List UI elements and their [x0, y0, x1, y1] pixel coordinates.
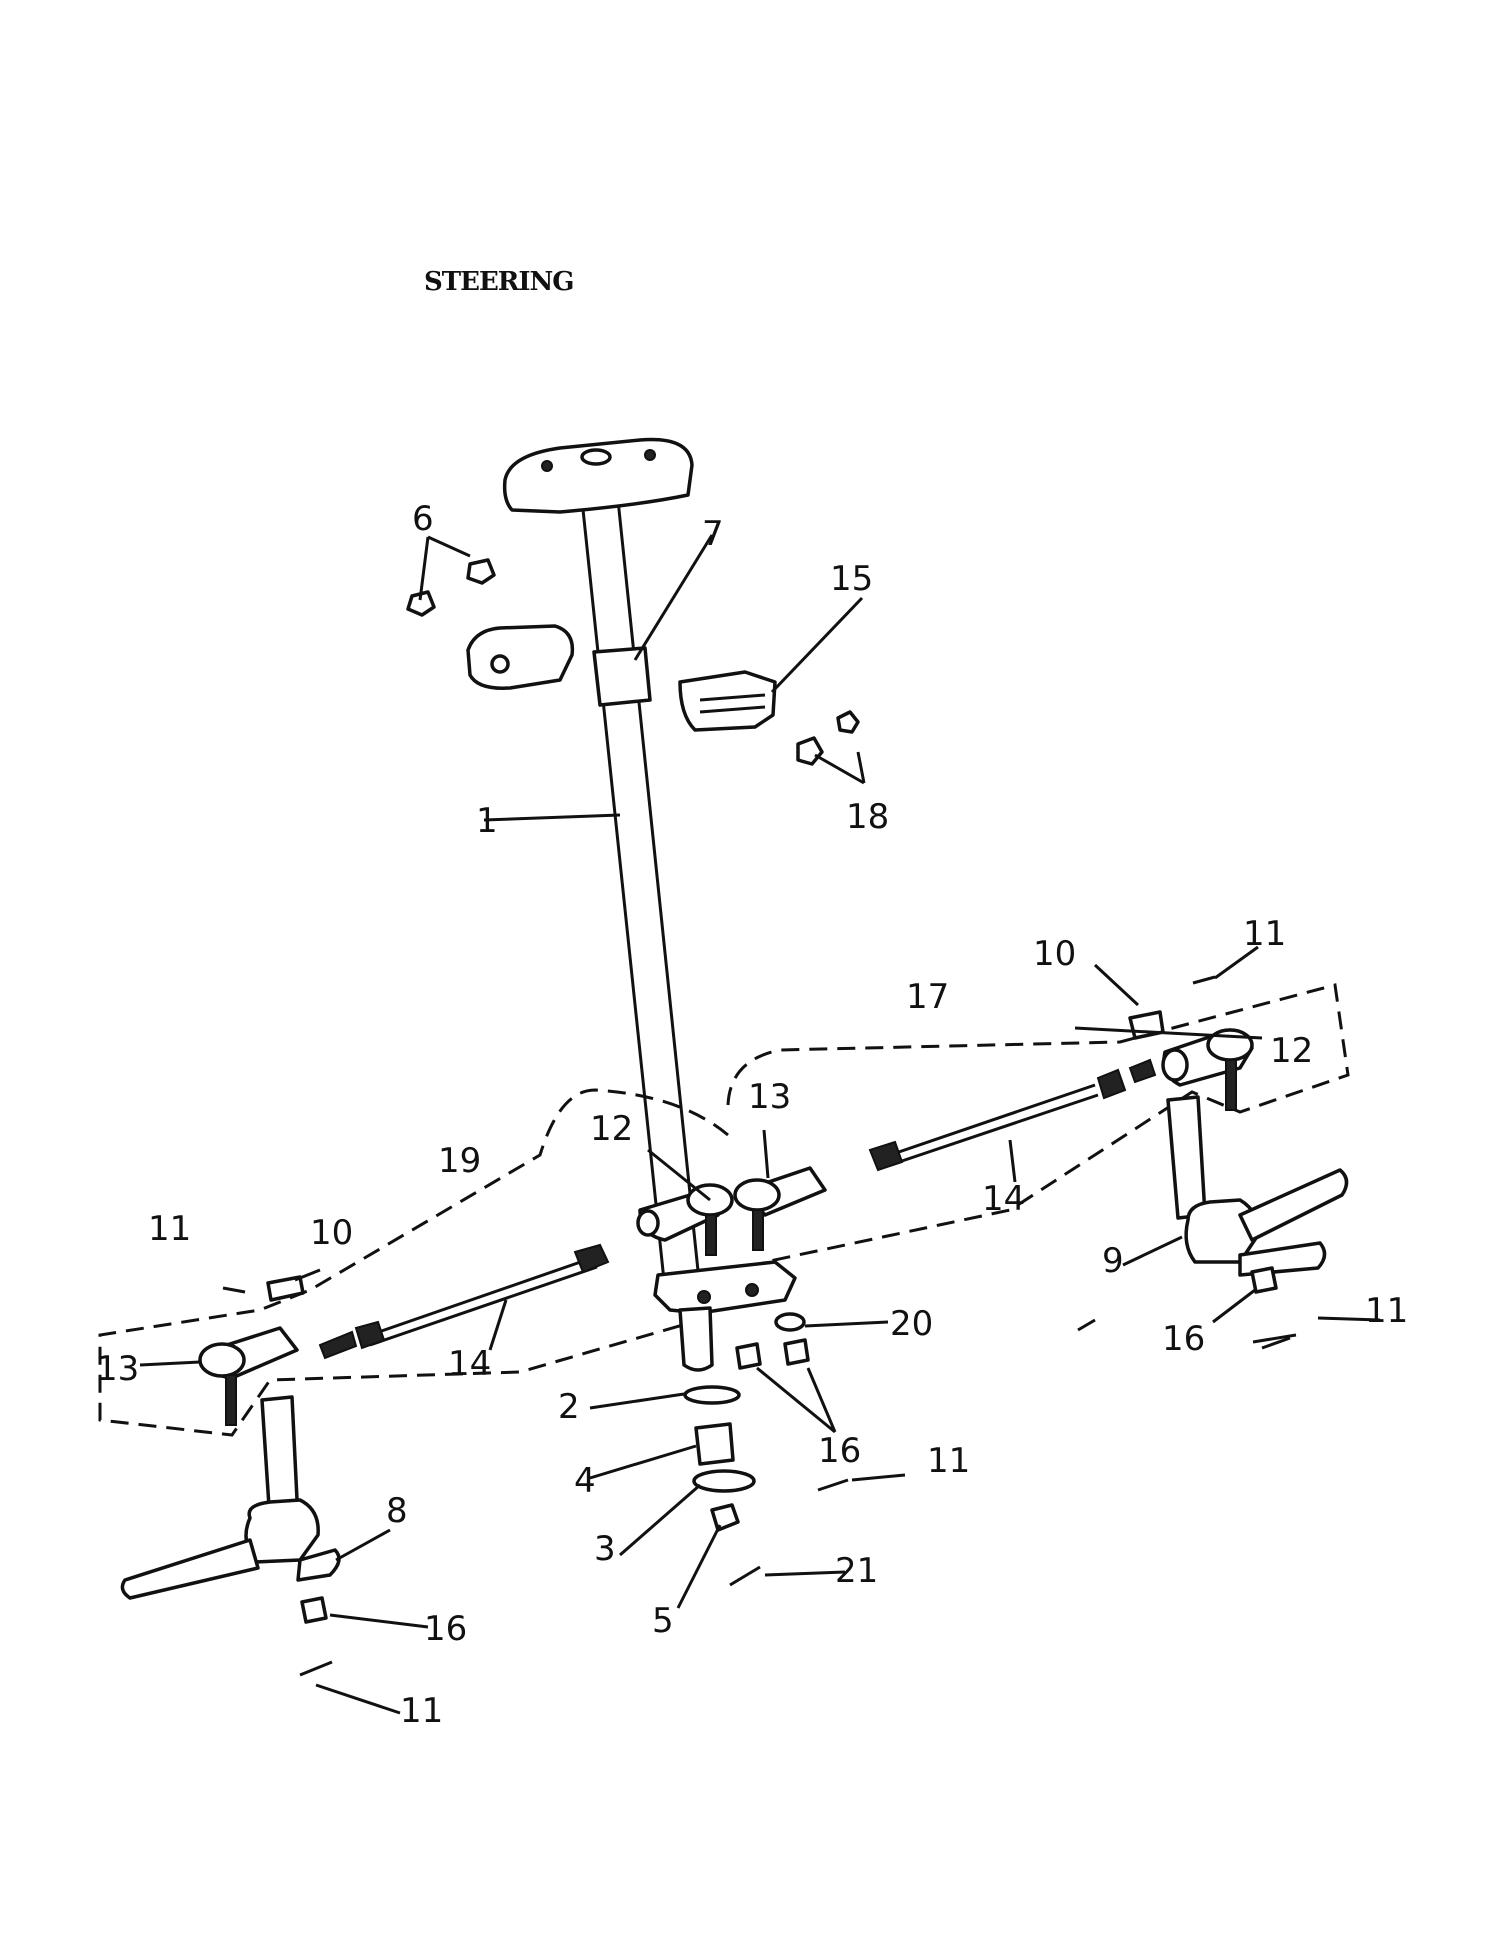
callout-16-left: 16 [424, 1609, 467, 1649]
callout-9: 9 [1102, 1241, 1124, 1281]
diagram-title: STEERING [424, 267, 574, 297]
callout-14-right: 14 [982, 1179, 1025, 1219]
cotter-pin-11a [1192, 975, 1216, 985]
outer-tie-rod-end-left [198, 1326, 299, 1426]
center-tie-rod-end-12 [636, 1183, 734, 1256]
cotter-pin-11c [1261, 1336, 1291, 1350]
callout-numbers: 1 2 3 4 5 6 7 8 9 10 10 11 11 11 11 11 1… [96, 499, 1408, 1731]
callout-13-center: 13 [748, 1077, 791, 1117]
callout-15: 15 [830, 559, 873, 599]
callout-17: 17 [906, 977, 949, 1017]
nut-16-right [1250, 1266, 1278, 1294]
callout-7: 7 [702, 514, 724, 554]
washer-20 [774, 1312, 806, 1332]
outer-tie-rod-end-right [1161, 1028, 1254, 1111]
callout-11-right: 11 [1365, 1291, 1408, 1331]
castle-nut-left [266, 1275, 305, 1302]
callout-5: 5 [652, 1601, 674, 1641]
callout-11-center: 11 [927, 1441, 970, 1481]
callout-8: 8 [386, 1491, 408, 1531]
castle-nut-right [1128, 1010, 1165, 1040]
callout-12-right: 12 [1270, 1031, 1313, 1071]
callout-12-center: 12 [590, 1109, 633, 1149]
callout-16-right: 16 [1162, 1319, 1205, 1359]
cotter-pin-11b [222, 1286, 246, 1294]
callout-2: 2 [558, 1387, 580, 1427]
callout-18: 18 [846, 797, 889, 837]
tie-rod-right [868, 1058, 1157, 1172]
callout-11-left: 11 [148, 1209, 191, 1249]
bushing-4 [694, 1422, 735, 1466]
callout-1: 1 [476, 801, 498, 841]
column-clamp [678, 670, 777, 732]
center-tie-rod-end-13 [733, 1166, 827, 1251]
leader-lines [139, 534, 1381, 1715]
cotter-pin-11e [299, 1660, 333, 1677]
callout-10-left: 10 [310, 1213, 353, 1253]
spindle-right [1166, 1095, 1349, 1277]
nut-16-center-a [735, 1342, 762, 1370]
callout-11-top-right: 11 [1243, 914, 1286, 954]
callout-20: 20 [890, 1304, 933, 1344]
callout-10-right: 10 [1033, 934, 1076, 974]
callout-6: 6 [412, 499, 434, 539]
steering-column [502, 437, 702, 1291]
column-bracket-left [466, 624, 575, 690]
pitman-arm [653, 1260, 797, 1372]
nut-16-center-b [783, 1338, 810, 1366]
callout-13-left: 13 [96, 1349, 139, 1389]
washer-2 [683, 1385, 741, 1405]
tie-rod-assembly-outline-19 [98, 1088, 729, 1437]
tie-rod-assembly-outline-17 [726, 983, 1350, 1264]
callout-3: 3 [594, 1529, 616, 1569]
tie-rod-left [318, 1243, 610, 1360]
callout-11-bottom: 11 [400, 1691, 443, 1731]
seal-3 [692, 1469, 756, 1493]
cotter-pin-21 [729, 1565, 761, 1587]
callout-14-left: 14 [448, 1344, 491, 1384]
callout-4: 4 [574, 1461, 596, 1501]
nut-16-left [300, 1596, 328, 1624]
callout-21: 21 [835, 1551, 878, 1591]
nut-5 [710, 1503, 740, 1532]
column-bushing [592, 646, 652, 707]
cotter-pin-11d [817, 1478, 849, 1492]
callout-16-center: 16 [818, 1431, 861, 1471]
callout-19: 19 [438, 1141, 481, 1181]
nut-18 [796, 710, 860, 766]
nut-6 [406, 558, 496, 617]
spindle-left [120, 1395, 341, 1600]
